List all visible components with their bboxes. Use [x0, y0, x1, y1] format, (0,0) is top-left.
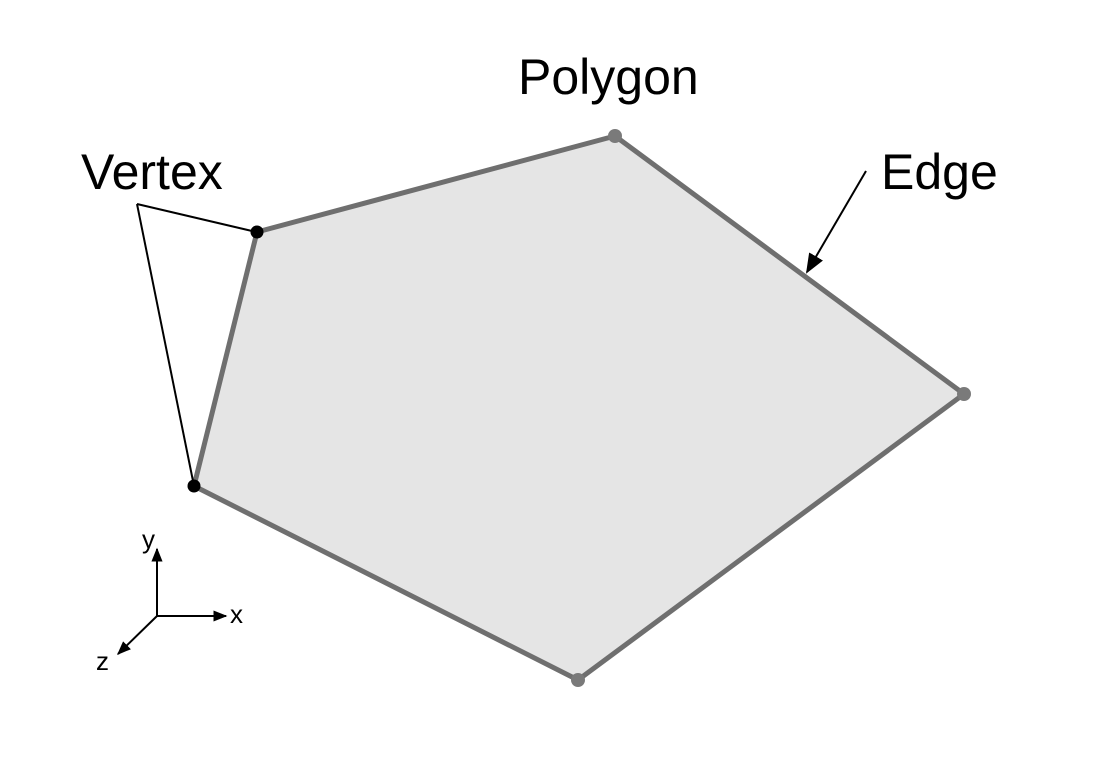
vertex-lower-left — [187, 479, 201, 493]
vertex-right — [957, 387, 971, 401]
edge-top-left — [254, 133, 618, 235]
vertex-leader-upper — [136, 203, 253, 232]
edge-bottom-left — [191, 483, 581, 683]
z-axis-line — [116, 615, 158, 655]
edge-label: Edge — [881, 144, 998, 200]
vertex-bottom — [571, 673, 585, 687]
vertex-upper-left — [250, 225, 264, 239]
polygon-edges — [191, 133, 967, 683]
y-axis-label: y — [142, 524, 155, 554]
edge-arrow — [805, 170, 867, 274]
vertex-top — [608, 129, 622, 143]
vertex-label: Vertex — [81, 144, 223, 200]
vertex-leader-lower — [136, 203, 194, 482]
z-axis-label: z — [96, 646, 109, 676]
xyz-axis-icon — [116, 547, 228, 655]
polygon-face — [194, 136, 964, 680]
edge-left — [191, 229, 260, 489]
edge-top-right — [612, 133, 967, 397]
polygon-label: Polygon — [518, 49, 699, 105]
vertex-leader-lines — [136, 203, 253, 482]
edge-bottom-right — [575, 391, 967, 683]
x-axis-label: x — [230, 599, 243, 629]
